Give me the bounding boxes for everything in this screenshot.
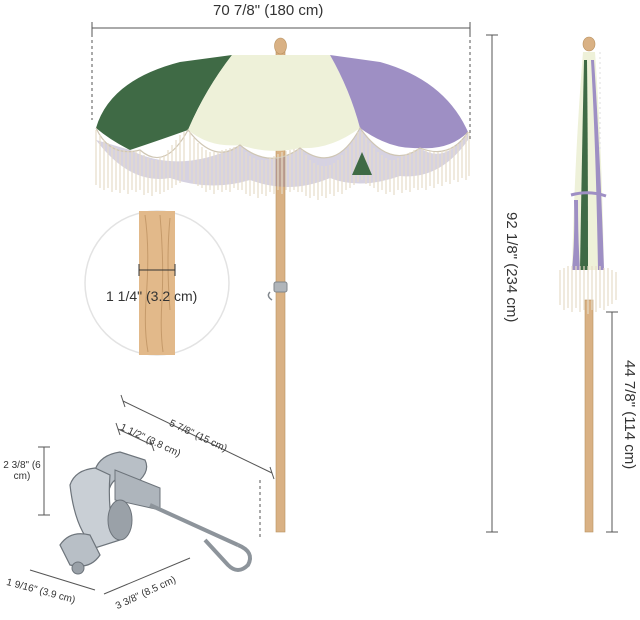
folded-umbrella bbox=[559, 36, 617, 533]
folded-height-label: 44 7/8" (114 cm) bbox=[621, 360, 638, 470]
width-dimension-line bbox=[91, 22, 471, 140]
folded-height-dimension-line bbox=[606, 311, 618, 533]
canopy-width-label: 70 7/8" (180 cm) bbox=[213, 2, 324, 19]
pole-finial bbox=[274, 37, 287, 55]
pole-diameter-label: 1 1/4" (3.2 cm) bbox=[106, 288, 198, 304]
pole-zoom-circle bbox=[84, 210, 230, 356]
tilt-hinge bbox=[267, 281, 288, 301]
total-height-label: 92 1/8" (234 cm) bbox=[503, 212, 520, 323]
umbrella-canopy bbox=[95, 55, 470, 200]
height-dimension-line bbox=[486, 34, 498, 533]
balcony-clamp bbox=[29, 394, 275, 595]
canopy-fringe bbox=[95, 130, 470, 200]
clamp-height-label: 2 3/8" (6 cm) bbox=[3, 460, 41, 482]
